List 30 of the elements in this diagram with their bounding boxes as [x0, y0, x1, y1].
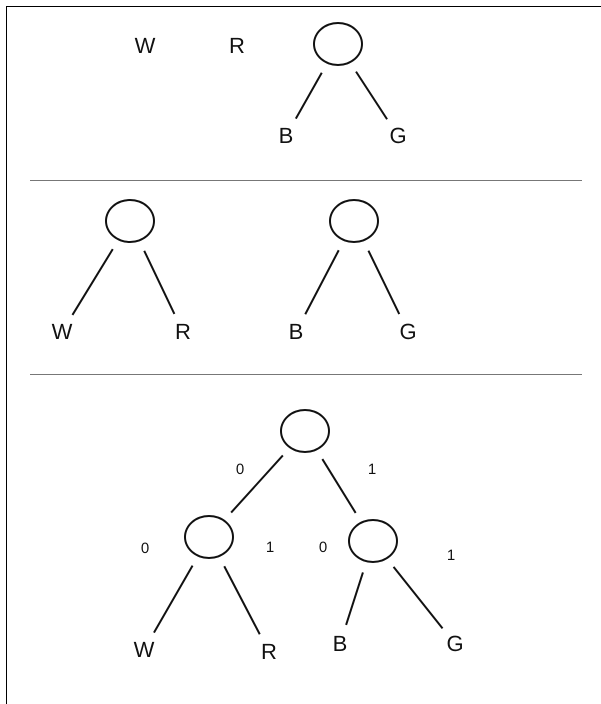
leaf-label: W [129, 637, 159, 663]
tree-branch [304, 250, 340, 315]
tree-branch [153, 565, 194, 634]
tree-node-circle [348, 519, 398, 563]
leaf-label: G [383, 123, 413, 149]
tree-branch [72, 248, 114, 316]
tree-node-circle [329, 199, 379, 243]
leaf-label: R [254, 639, 284, 665]
tree-branch [355, 71, 388, 120]
tree-branch [368, 250, 400, 314]
leaf-label: R [168, 319, 198, 345]
leaf-label: R [228, 33, 246, 59]
leaf-label: B [325, 631, 355, 657]
tree-node-circle [184, 515, 234, 559]
tree-node-circle [280, 409, 330, 453]
leaf-label: W [134, 33, 156, 59]
leaf-label: W [47, 319, 77, 345]
leaf-label: B [281, 319, 311, 345]
tree-node-circle [105, 199, 155, 243]
tree-branch [294, 72, 323, 120]
leaf-label: B [271, 123, 301, 149]
tree-branch [230, 454, 284, 514]
leaf-label: G [393, 319, 423, 345]
tree-branch [345, 572, 364, 626]
tree-branch [322, 458, 356, 514]
tree-branch [392, 566, 444, 629]
leaf-label: G [440, 631, 470, 657]
tree-branch [143, 250, 176, 314]
tree-branch [223, 566, 261, 635]
tree-node-circle [313, 22, 363, 66]
